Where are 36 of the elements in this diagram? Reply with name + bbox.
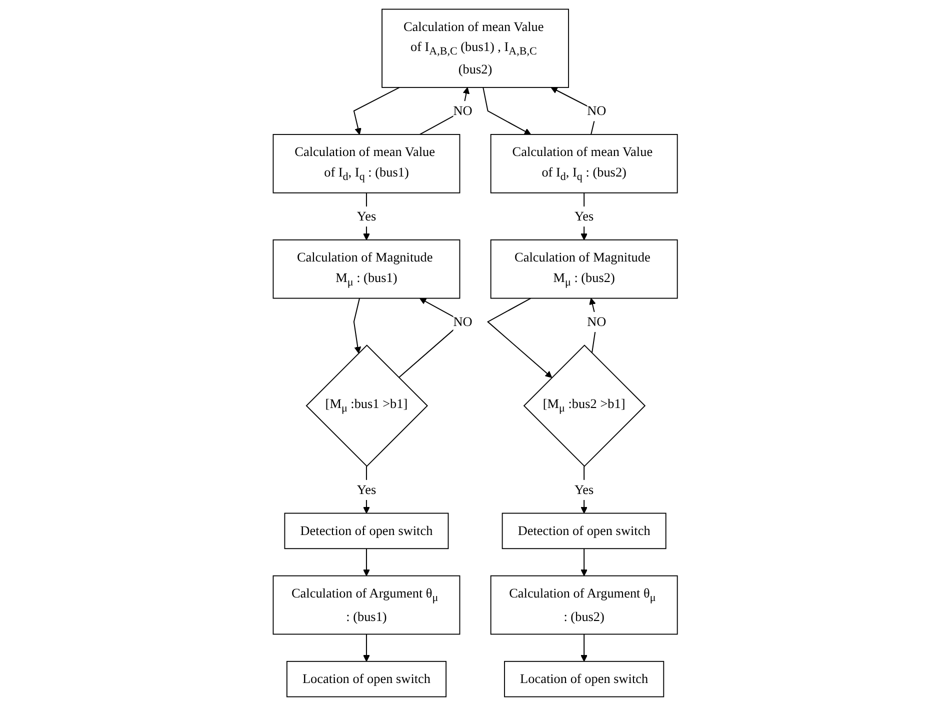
arrow [362,548,370,576]
node-box: Calculation of Argument θ$_{μ}$ : (bus1) [272,574,460,634]
node-box: Calculation of Magnitude M$_{μ}$ : (bus1) [272,238,460,298]
node-box: Location of open switch [286,660,446,697]
node-box: Detection of open switch [284,512,448,549]
node-box: Calculation of mean Value of I$_{d}$, I$_{q}$ : (bus2) [490,134,678,193]
arrow [580,548,588,576]
arrow [550,86,597,134]
node-box: Calculation of Argument θ$_{μ}$ : (bus2) [490,574,678,634]
arrow [353,86,400,134]
edge-label: NO [586,102,606,118]
arrow [419,86,470,134]
arrow [362,634,370,662]
edge-label: Yes [574,208,594,224]
arrow [486,297,552,378]
arrow [588,297,597,353]
node-box: Calculation of mean Value of I$_{d}$, I$_{q}$ : (bus1) [272,134,460,193]
edge-label: NO [452,102,472,118]
node-diamond: [M$_{μ}$ :bus1 >b1] [305,344,428,466]
edge-label: Yes [356,482,376,496]
arrow [580,634,588,662]
edge-label: Yes [574,482,594,496]
node-diamond: [M$_{μ}$ :bus2 >b1] [523,344,646,466]
arrow [362,192,370,240]
edge-label: NO [586,314,606,328]
arrow [482,86,531,134]
arrow [362,466,370,514]
arrow [580,192,588,240]
node-box: Location of open switch [504,660,664,697]
node-box: Detection of open switch [502,512,666,549]
node-box: Calculation of mean Value of I$_{A,B,C}$ (bus1) , I$_{A,B,C}$ (bus2) [381,8,569,88]
node-box: Calculation of Magnitude M$_{μ}$ : (bus2) [490,238,678,298]
edge-label: NO [452,314,472,328]
arrow [353,298,361,353]
edge-label: Yes [356,208,376,224]
arrow [580,466,588,514]
